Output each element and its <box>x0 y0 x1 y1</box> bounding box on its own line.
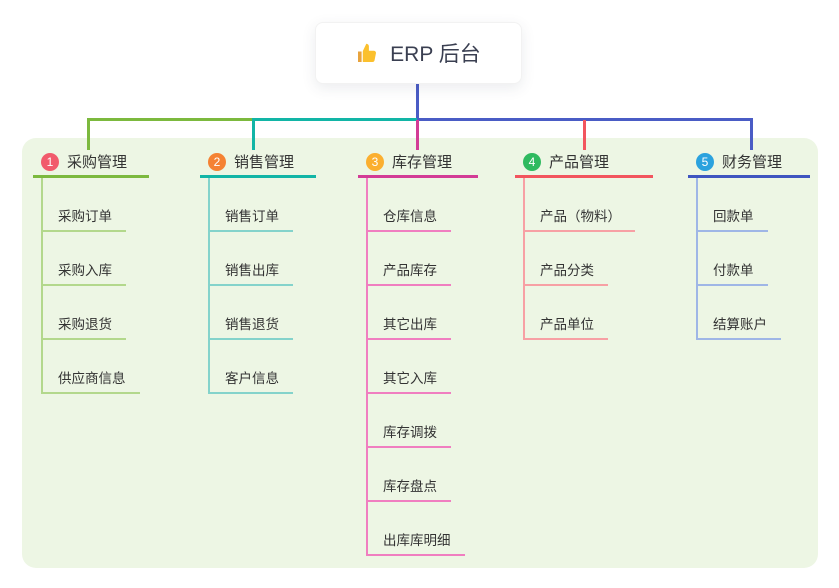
branch-number-badge: 4 <box>523 152 541 171</box>
branch-number-badge: 1 <box>41 152 59 171</box>
branch-purchase: 1 采购管理 采购订单 采购入库 采购退货 供应商信息 <box>33 148 149 394</box>
trunk-line <box>416 81 419 118</box>
branch-connector-line <box>366 178 368 556</box>
branch-inventory: 3 库存管理 仓库信息 产品库存 其它出库 其它入库 库存调拨 库存盘点 出库库… <box>358 148 478 556</box>
thumbs-up-icon <box>356 41 380 65</box>
branch-header-product[interactable]: 4 产品管理 <box>515 148 653 178</box>
branch-header-inventory[interactable]: 3 库存管理 <box>358 148 478 178</box>
connector-branch4-drop <box>583 120 586 150</box>
mindmap-node[interactable]: 产品（物料） <box>523 178 635 232</box>
branch-header-finance[interactable]: 5 财务管理 <box>688 148 810 178</box>
mindmap-node[interactable]: 供应商信息 <box>41 340 140 394</box>
branch-connector-line <box>208 178 210 394</box>
branch-label: 库存管理 <box>392 154 453 171</box>
branch-connector-line <box>523 178 525 340</box>
branch-product: 4 产品管理 产品（物料） 产品分类 产品单位 <box>515 148 653 340</box>
connector-branch1-horizontal <box>87 118 254 121</box>
mindmap-node[interactable]: 其它出库 <box>366 286 465 340</box>
mindmap-node[interactable]: 销售订单 <box>208 178 293 232</box>
mindmap-node[interactable]: 采购入库 <box>41 232 140 286</box>
branch-finance: 5 财务管理 回款单 付款单 结算账户 <box>688 148 810 340</box>
mindmap-node[interactable]: 销售出库 <box>208 232 293 286</box>
mindmap-node[interactable]: 付款单 <box>696 232 781 286</box>
mindmap-node[interactable]: 仓库信息 <box>366 178 465 232</box>
mindmap-node[interactable]: 销售退货 <box>208 286 293 340</box>
root-node[interactable]: ERP 后台 <box>315 22 522 84</box>
branch-connector-line <box>41 178 43 394</box>
mindmap-node[interactable]: 库存盘点 <box>366 448 465 502</box>
mindmap-node[interactable]: 出库库明细 <box>366 502 465 556</box>
mindmap-node[interactable]: 采购订单 <box>41 178 140 232</box>
connector-branch2-drop <box>252 118 255 150</box>
branch-connector-line <box>696 178 698 340</box>
mindmap-node[interactable]: 产品库存 <box>366 232 465 286</box>
branches-background-panel <box>22 138 818 568</box>
connector-branch1-drop <box>87 118 90 150</box>
branch-label: 采购管理 <box>67 154 128 171</box>
mindmap-node[interactable]: 回款单 <box>696 178 781 232</box>
connector-branch3-drop <box>416 120 419 150</box>
branch-number-badge: 2 <box>208 152 226 171</box>
connector-branch2-horizontal <box>253 118 417 121</box>
mindmap-node[interactable]: 产品单位 <box>523 286 635 340</box>
mindmap-node[interactable]: 其它入库 <box>366 340 465 394</box>
branch-label: 产品管理 <box>549 154 610 171</box>
branch-sales: 2 销售管理 销售订单 销售出库 销售退货 客户信息 <box>200 148 316 394</box>
branch-number-badge: 5 <box>696 152 714 171</box>
mindmap-node[interactable]: 采购退货 <box>41 286 140 340</box>
connector-branch5-drop <box>750 118 753 150</box>
mindmap-node[interactable]: 结算账户 <box>696 286 781 340</box>
branch-number-badge: 3 <box>366 152 384 171</box>
branch-label: 财务管理 <box>722 154 783 171</box>
mindmap-node[interactable]: 客户信息 <box>208 340 293 394</box>
branch-header-sales[interactable]: 2 销售管理 <box>200 148 316 178</box>
branch-label: 销售管理 <box>234 154 295 171</box>
mindmap-node[interactable]: 产品分类 <box>523 232 635 286</box>
root-title: ERP 后台 <box>390 43 481 66</box>
connector-right-horizontal <box>417 118 753 121</box>
branch-header-purchase[interactable]: 1 采购管理 <box>33 148 149 178</box>
mindmap-node[interactable]: 库存调拨 <box>366 394 465 448</box>
